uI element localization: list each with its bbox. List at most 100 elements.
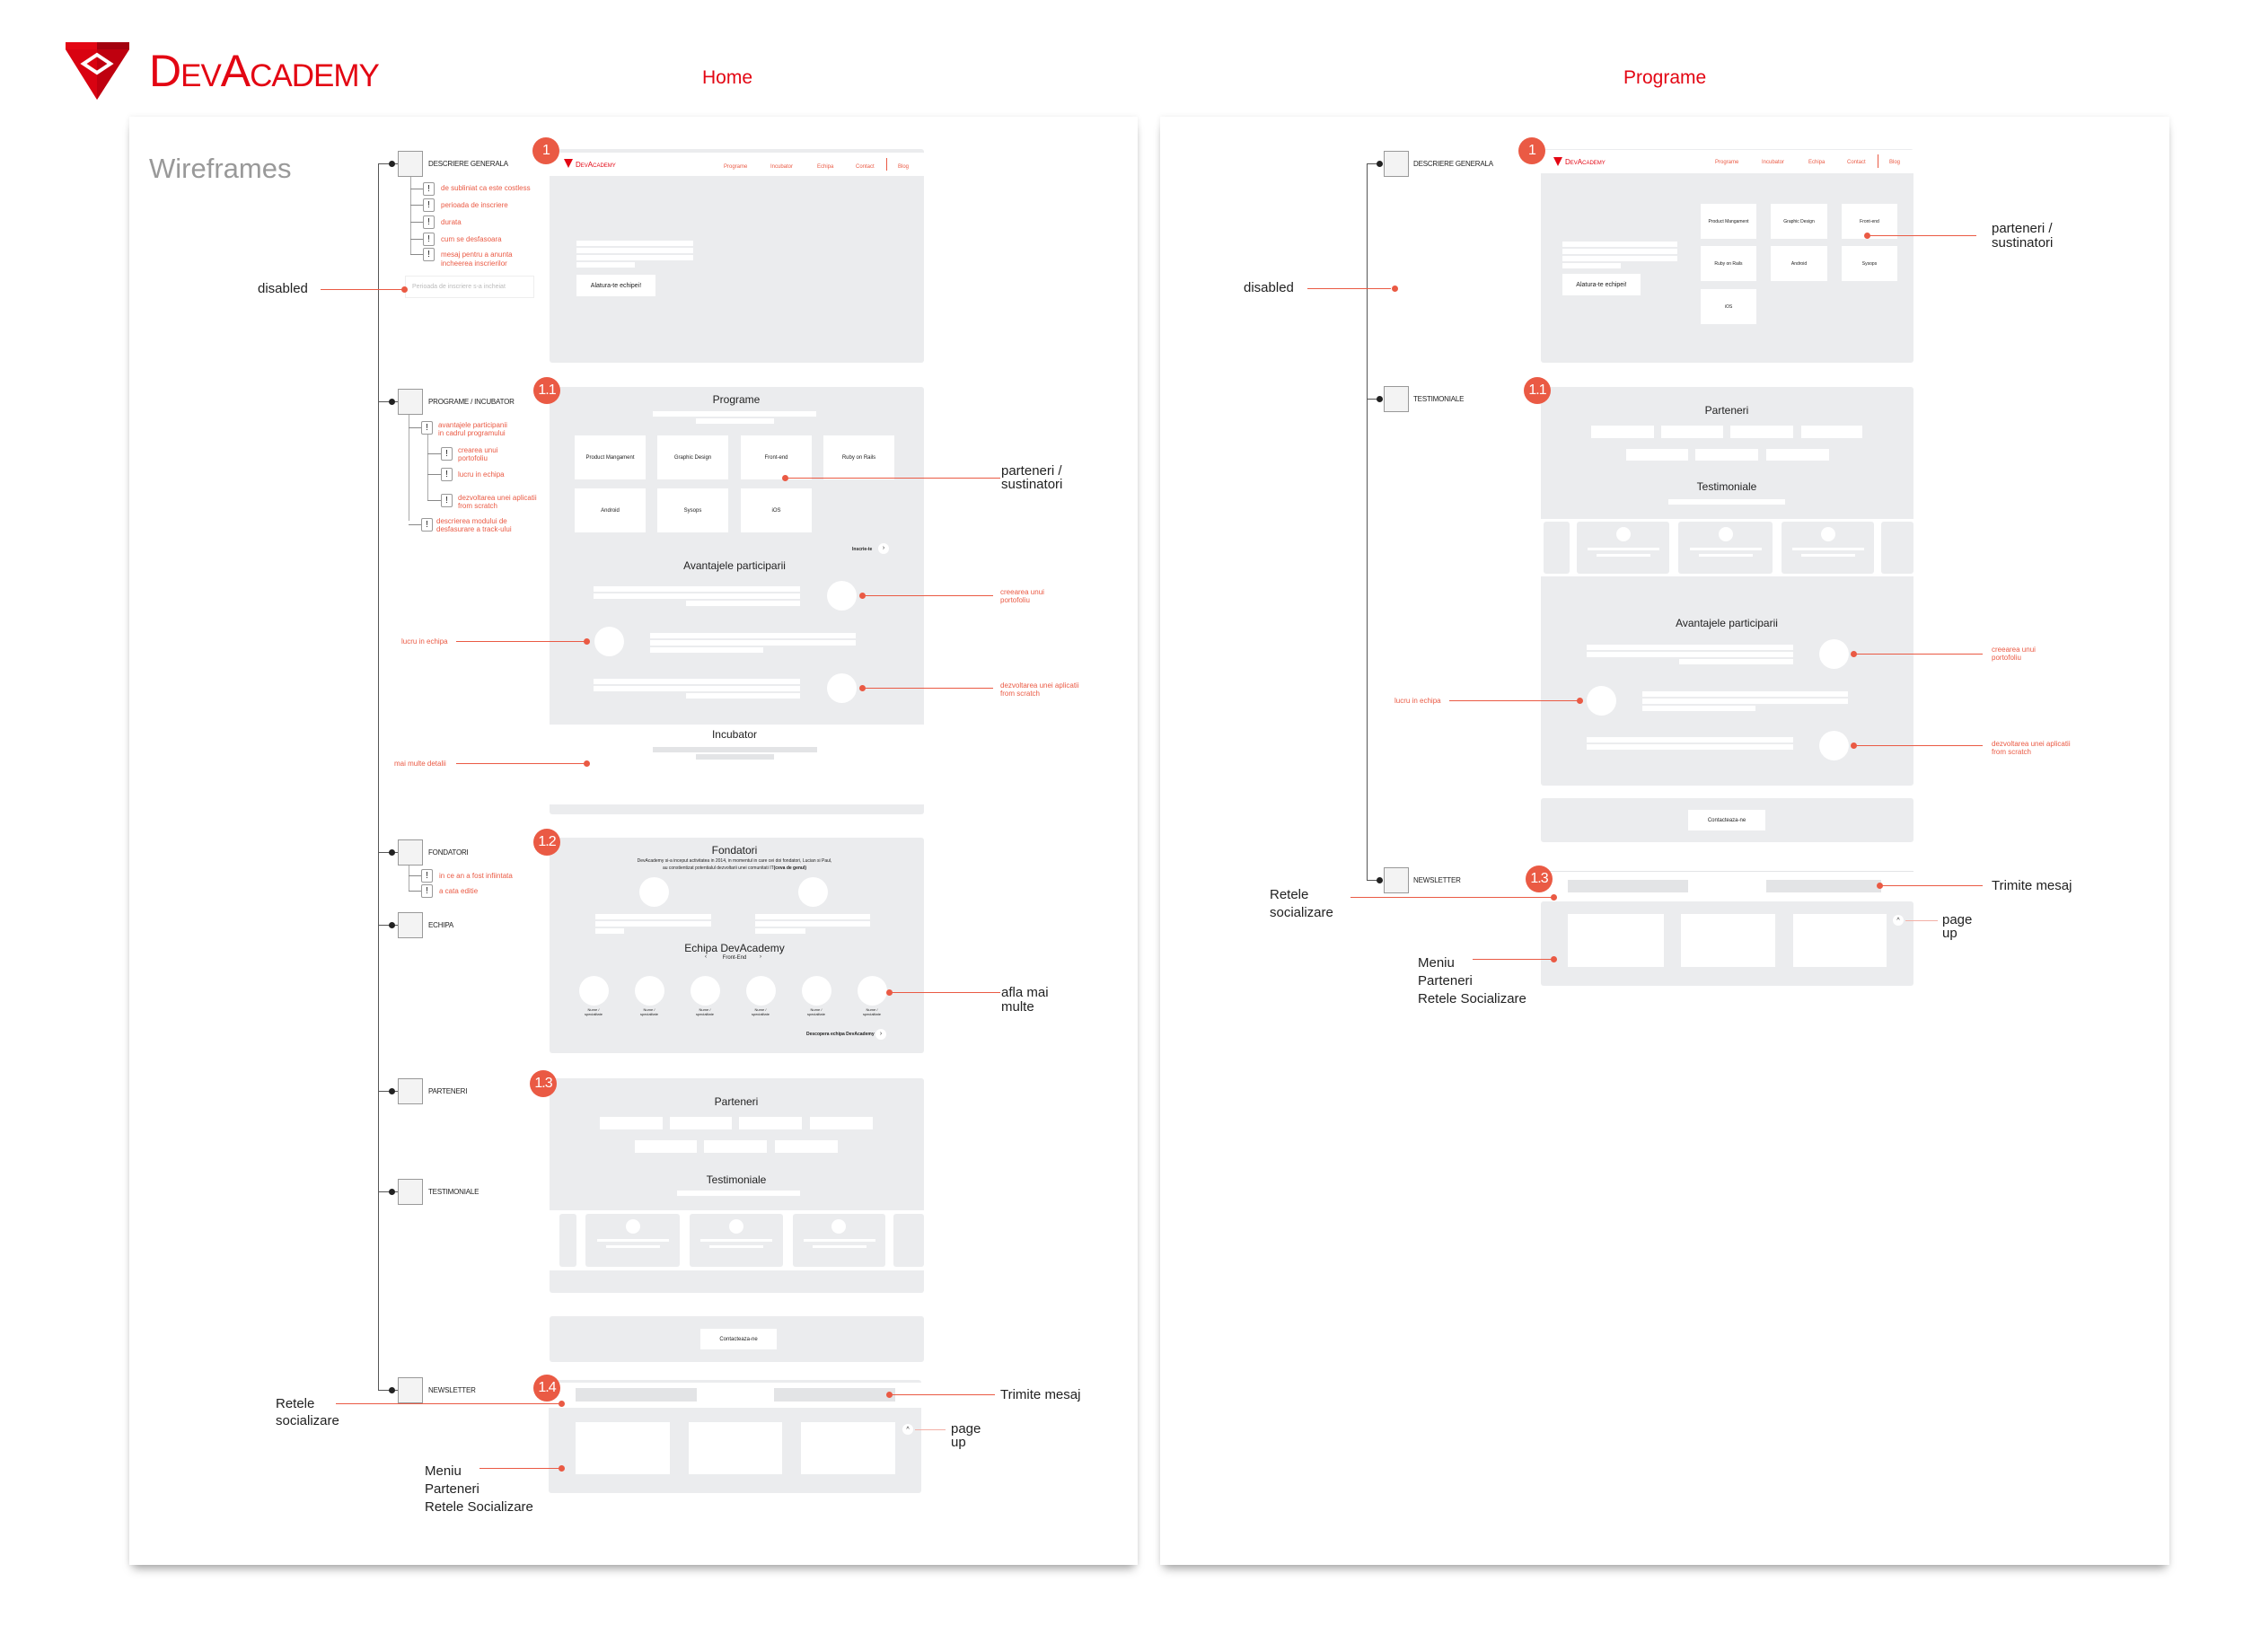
mock-nav-blog[interactable]: Blog [898,164,910,170]
program-card[interactable]: Front-end [741,435,812,479]
mock-brand: DevAcademy [1565,158,1606,166]
testimonial-avatar [626,1219,640,1234]
program-card[interactable]: Android [1771,246,1827,281]
testimonial-card [1881,522,1913,574]
annotation-dezvoltarea: from scratch [1992,748,2032,756]
placeholder-line [650,633,856,638]
member-specialty: specialitate [695,1012,714,1016]
node-testimoniale[interactable] [1384,386,1409,412]
sub-tick [409,891,421,892]
annotation-dot [782,475,788,481]
avantaje-heading: Avantajele participarii [1676,617,1778,629]
node-programe[interactable] [398,389,423,415]
partner-logo [1591,426,1654,438]
page-up-icon[interactable]: ^ [1893,915,1904,926]
chevron-right-icon[interactable]: › [878,543,889,554]
mock-nav-incubator[interactable]: Incubator [1762,160,1785,165]
member-specialty: specialitate [862,1012,881,1016]
mock-nav-contact[interactable]: Contact [856,164,875,170]
node-descriere-label: DESCRIERE GENERALA [428,160,508,168]
fondatori-section-mockup [550,838,924,1053]
program-card[interactable]: Sysops [1842,246,1897,281]
annotation-parteneri: parteneri / [1001,463,1062,479]
programe-heading: Programe [712,393,761,406]
node-newsletter[interactable] [398,1377,423,1403]
newsletter-input[interactable] [576,1388,697,1402]
chevron-right-icon[interactable]: › [760,954,761,960]
exclamation-icon: ! [421,518,433,532]
mock-nav-incubator[interactable]: Incubator [770,164,794,170]
founder-photo [798,877,828,907]
program-card[interactable]: Sysops [657,488,728,532]
node-descriere[interactable] [398,151,423,177]
program-card[interactable]: Ruby on Rails [1701,246,1756,281]
contact-button[interactable]: Contacteaza-ne [700,1329,777,1349]
partner-logo [670,1117,732,1129]
parteneri-heading: Parteneri [714,1095,759,1108]
mock-nav-echipa[interactable]: Echipa [817,164,834,170]
tree-branch [378,1390,398,1391]
section-badge: 1.4 [533,1375,560,1402]
testimonial-card [893,1214,924,1267]
placeholder-line [1792,548,1864,550]
note: mesaj pentru a anunta [441,250,513,259]
footer-column [1568,914,1664,967]
annotation-dot [1551,894,1557,901]
member-label: Nume /specialitate [803,1007,830,1016]
program-card[interactable]: Android [575,488,646,532]
placeholder-line [700,1239,772,1242]
node-descriere[interactable] [1384,151,1409,177]
send-message-button[interactable] [774,1388,895,1402]
program-card[interactable]: Graphic Design [657,435,728,479]
node-fondatori[interactable] [398,839,423,866]
mock-nav-blog[interactable]: Blog [1889,160,1901,165]
member-name: Nume / [810,1007,823,1012]
node-echipa[interactable] [398,912,423,938]
chevron-left-icon[interactable]: ‹ [705,954,707,960]
program-card[interactable]: Graphic Design [1771,204,1827,239]
node-parteneri[interactable] [398,1078,423,1104]
fondatori-text-bold: (ceva de genul) [773,866,807,871]
page-up-icon[interactable]: ^ [902,1424,913,1435]
placeholder-line [595,921,711,927]
annotation-dezvoltarea: dezvoltarea unei aplicatii [1992,740,2071,748]
inscrie-link[interactable]: Inscrie-te [852,547,873,552]
program-card[interactable]: Product Mangament [1701,204,1756,239]
node-newsletter[interactable] [1384,867,1409,893]
node-programe-label: PROGRAME / INCUBATOR [428,398,515,406]
benefit-icon-placeholder [827,581,857,611]
partner-logo [739,1117,802,1129]
chevron-right-icon[interactable]: › [875,1029,886,1040]
program-card[interactable]: Ruby on Rails [823,435,894,479]
program-card[interactable]: Product Mangament [575,435,646,479]
send-message-button[interactable] [1766,880,1881,892]
brand-logo: DevAcademy [64,42,423,100]
mock-nav-echipa[interactable]: Echipa [1808,160,1826,165]
annotation-retele: socializare [1270,905,1333,920]
annotation-line [889,992,1000,993]
newsletter-input[interactable] [1568,880,1688,892]
incubator-heading: Incubator [711,728,758,741]
exclamation-icon: ! [423,215,435,229]
annotation-dot [886,989,893,996]
join-team-button[interactable]: Alatura-te echipei! [576,275,655,296]
mock-nav-contact[interactable]: Contact [1847,160,1866,165]
exclamation-icon: ! [441,468,453,481]
annotation-line [1879,885,1983,886]
program-card[interactable]: iOS [1701,289,1756,324]
program-card[interactable]: iOS [741,488,812,532]
join-team-button[interactable]: Alatura-te echipei! [1562,274,1641,295]
annotation-line [456,641,586,642]
tree-node-dot [389,1189,395,1195]
partner-logo [810,1117,873,1129]
partner-logo [1730,426,1793,438]
note: in ce an a fost infiintata [439,872,513,880]
contact-button[interactable]: Contacteaza-ne [1688,810,1765,830]
mock-nav-programe[interactable]: Programe [1715,160,1739,165]
mock-nav-programe[interactable]: Programe [724,164,748,170]
node-testimoniale[interactable] [398,1179,423,1205]
descopera-link[interactable]: Descopera echipa DevAcademy [806,1032,875,1037]
disabled-input[interactable]: Perioada de inscriere s-a incheiat [405,276,534,298]
mock-brand: DevAcademy [576,161,616,169]
annotation-line [336,1403,561,1404]
